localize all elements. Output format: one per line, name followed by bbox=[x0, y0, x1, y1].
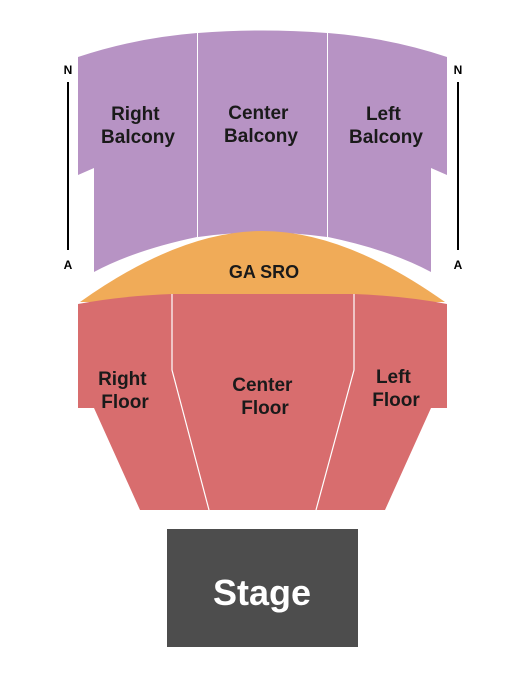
center-balcony-section[interactable] bbox=[198, 30, 327, 238]
left-balcony-section[interactable] bbox=[328, 33, 447, 272]
center-floor-label: Center Floor bbox=[232, 375, 297, 419]
right-balcony-section[interactable] bbox=[78, 33, 197, 272]
floor-divider-right bbox=[171, 294, 210, 511]
right-floor-label: Right Floor bbox=[98, 369, 152, 413]
center-floor-section[interactable] bbox=[172, 294, 354, 510]
balcony-sections bbox=[78, 30, 447, 272]
row-marker-right: N A bbox=[454, 63, 463, 272]
center-balcony-label: Center Balcony bbox=[224, 103, 298, 147]
row-marker-left: N A bbox=[64, 63, 73, 272]
stage-label: Stage bbox=[213, 572, 311, 613]
ga-sro-label: GA SRO bbox=[229, 262, 299, 282]
stage-block bbox=[167, 529, 358, 647]
row-marker-left-bottom: A bbox=[64, 258, 73, 272]
row-marker-right-top: N bbox=[454, 63, 463, 77]
row-marker-right-bottom: A bbox=[454, 258, 463, 272]
floor-sections bbox=[78, 294, 447, 510]
right-floor-section[interactable] bbox=[78, 294, 209, 510]
ga-sro-section[interactable] bbox=[80, 231, 445, 302]
left-balcony-label: Left Balcony bbox=[349, 104, 423, 148]
left-floor-section[interactable] bbox=[316, 294, 447, 510]
row-marker-left-top: N bbox=[64, 63, 73, 77]
floor-divider-left bbox=[315, 294, 355, 511]
right-balcony-label: Right Balcony bbox=[101, 104, 175, 148]
left-floor-label: Left Floor bbox=[372, 367, 420, 411]
